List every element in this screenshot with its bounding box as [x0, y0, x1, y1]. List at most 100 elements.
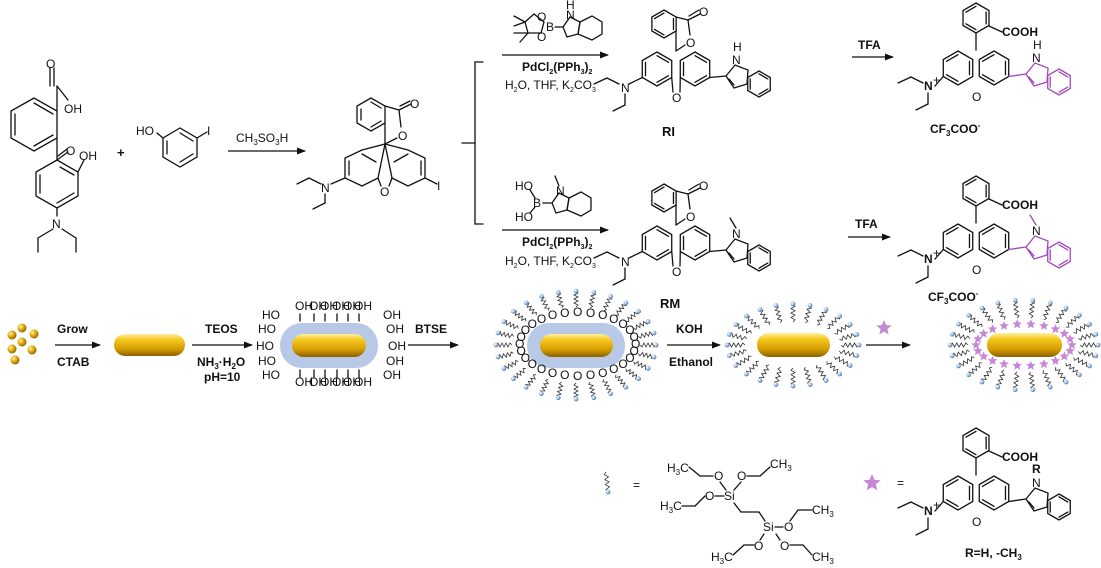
silane-chain — [815, 364, 827, 381]
indole-pyrrole — [725, 238, 749, 263]
silane-bead — [956, 363, 961, 369]
bond — [612, 104, 626, 112]
silane-bead — [605, 489, 611, 495]
bond — [934, 75, 944, 87]
silane-chain — [790, 367, 796, 387]
step-arrow-teos: TEOS NH3·H2O pH=10 — [192, 322, 253, 384]
bond — [915, 528, 929, 536]
silane-chain — [1078, 349, 1097, 358]
bond — [934, 248, 944, 260]
indole-pyrrole — [1025, 487, 1049, 512]
ho-label: HO — [136, 124, 154, 138]
double-bond — [1028, 249, 1035, 257]
boron-label-2: B — [533, 196, 541, 210]
silane-chain — [996, 369, 1006, 388]
silane-chain — [834, 356, 851, 367]
indole-n: N — [566, 8, 575, 22]
gold-seeds — [7, 323, 39, 365]
legend-star-icon — [863, 474, 881, 491]
double-bond — [981, 498, 995, 507]
charge-plus: + — [933, 498, 940, 512]
carbonyl-o: O — [699, 179, 708, 193]
silane-bead — [645, 319, 651, 324]
double-bond — [981, 246, 995, 255]
silane-bead — [511, 308, 516, 314]
silane-bead — [1012, 297, 1018, 303]
bond — [593, 251, 608, 259]
pmo-chains — [724, 301, 862, 389]
double-bond — [981, 54, 995, 63]
silane-bead — [726, 353, 732, 359]
reactant-benzophenone-acid: O O OH O OH N — [10, 57, 97, 253]
dye-star — [1059, 328, 1070, 338]
silane-chain — [803, 367, 812, 385]
counterion-bottom: CF3COO- — [928, 289, 979, 306]
double-bond — [965, 430, 977, 438]
double-bond — [728, 78, 735, 86]
ho-label: HO — [256, 339, 274, 353]
silane-chain — [513, 310, 527, 322]
double-bond — [981, 73, 995, 82]
silane-chain — [1028, 371, 1036, 390]
dye-star — [978, 351, 989, 361]
silane-chain — [497, 351, 514, 359]
double-bond — [945, 73, 959, 82]
silane-chain — [816, 309, 828, 326]
bond — [628, 250, 643, 259]
legend-silane-icon — [603, 471, 611, 495]
silane-chain — [746, 315, 760, 329]
silane-chain — [540, 295, 550, 311]
silane-bead — [854, 331, 860, 337]
ho-label: HO — [262, 308, 280, 322]
silane-bead — [608, 391, 614, 397]
silane-chain — [1078, 332, 1097, 341]
boron-label: B — [546, 20, 554, 34]
silane-bead — [966, 312, 972, 318]
dye-star — [973, 345, 983, 355]
double-bond — [981, 479, 995, 488]
oh-label: OH — [354, 375, 372, 389]
o-label: O — [516, 330, 525, 344]
product-label-rm: RM — [660, 296, 680, 311]
bond — [687, 19, 691, 36]
btse-o-6: O — [780, 539, 789, 553]
silane-chain — [1012, 300, 1020, 319]
silane-chain — [735, 323, 752, 334]
intermediate-iodo-label: I — [437, 179, 440, 193]
silane-bead — [733, 363, 739, 368]
silane-chain — [1042, 370, 1052, 388]
silane-chain — [556, 381, 564, 398]
reagent-pdcl2-bottom: PdCl2(PPh3)2 — [522, 235, 593, 251]
double-bond — [728, 252, 735, 260]
bond — [915, 276, 929, 284]
phthalide-benzene — [651, 183, 677, 213]
amine-n: N — [621, 255, 630, 269]
cooh-label: COOH — [1002, 450, 1038, 464]
silane-chain — [1065, 362, 1080, 376]
silane-bead — [573, 396, 579, 402]
bond — [897, 76, 912, 84]
indole-n: N — [1032, 224, 1041, 238]
silane-bead — [1076, 312, 1082, 318]
amine-n: N — [621, 81, 630, 95]
ho-label: HO — [262, 368, 280, 382]
indole-pyrrole — [1025, 235, 1049, 260]
silane-bead — [757, 378, 763, 383]
xanthene-right — [978, 475, 1010, 511]
cooh-label: COOH — [1002, 25, 1038, 39]
silane-chain — [839, 349, 857, 358]
oh-label: OH — [309, 375, 327, 389]
double-bond — [694, 55, 708, 64]
silane-bead — [1012, 387, 1018, 393]
silane-bead — [608, 293, 614, 299]
xanthene-left — [942, 50, 974, 86]
step-arrow-grow: Grow CTAB — [55, 322, 101, 369]
bond — [671, 76, 674, 93]
silane-chain — [526, 302, 537, 316]
step-arrow-bottom-suzuki: PdCl2(PPh3)2 H2O, THF, K2CO3 — [502, 226, 609, 270]
lactone-ring-o: O — [398, 129, 407, 143]
silane-bead — [743, 313, 749, 319]
indole-pyrrole — [1025, 62, 1049, 87]
double-bond — [1058, 86, 1069, 93]
bond — [688, 183, 700, 191]
